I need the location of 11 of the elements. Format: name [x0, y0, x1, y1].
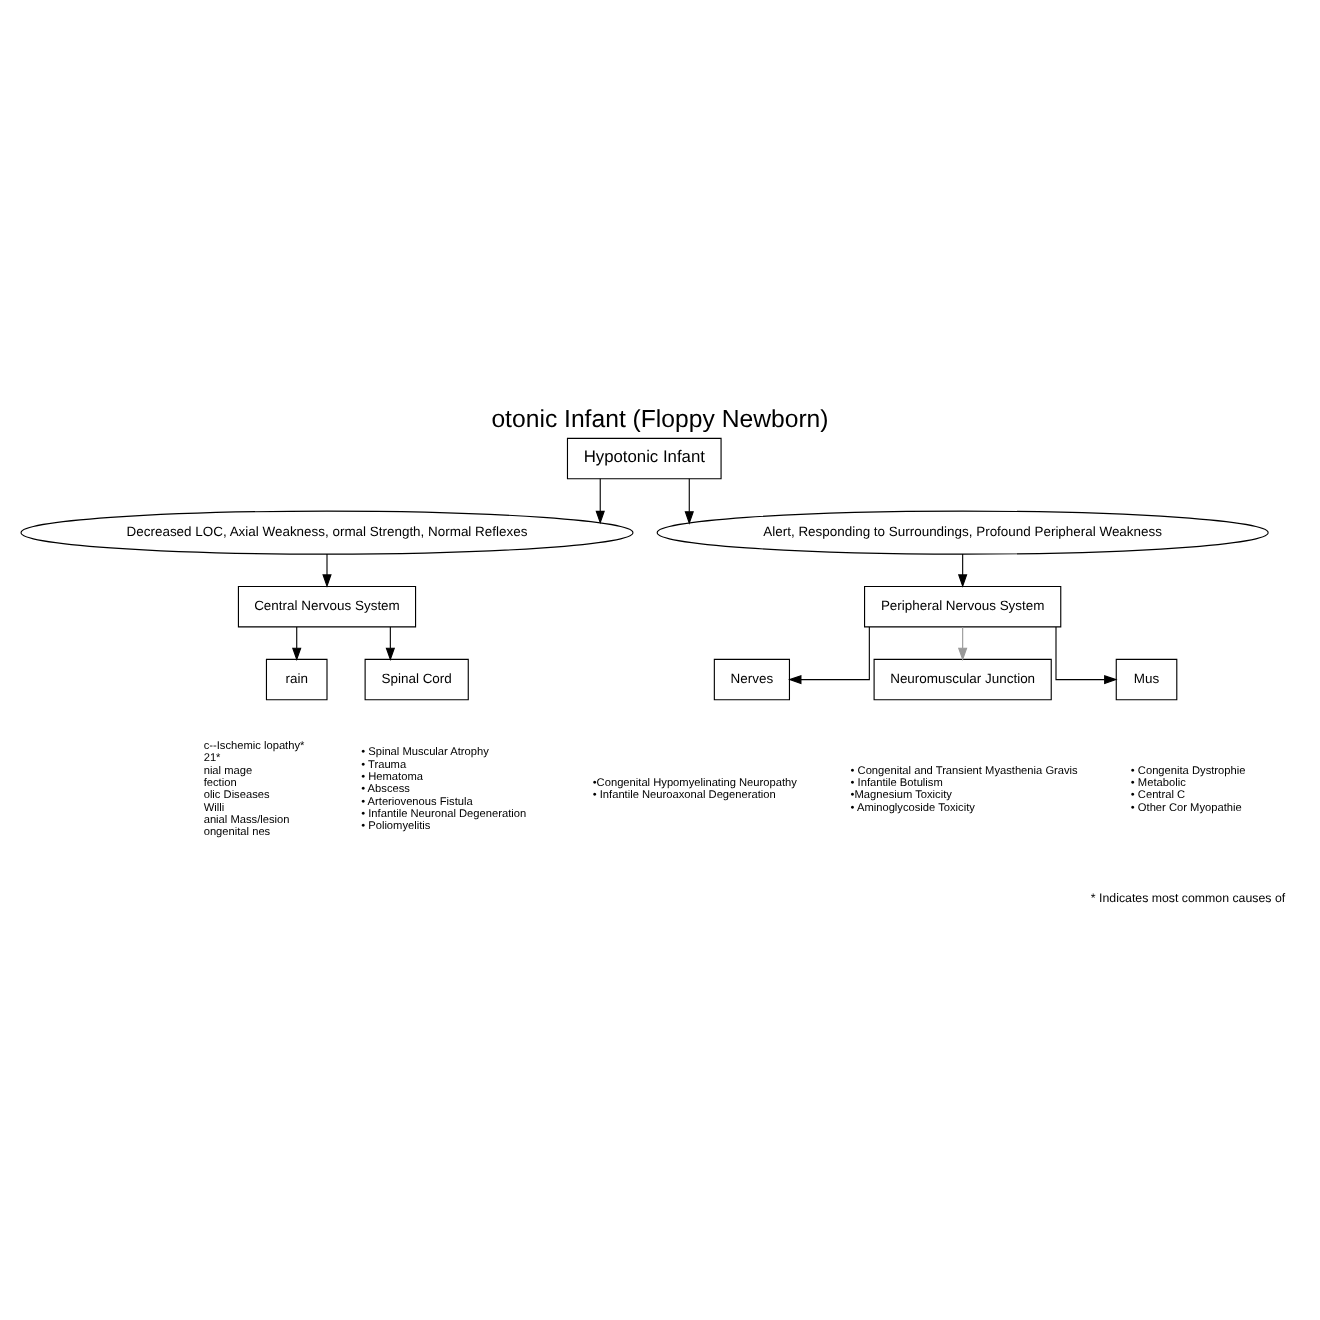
arrow [957, 625, 968, 661]
node-box: Hypotonic Infant [566, 436, 722, 479]
arrow [684, 477, 694, 524]
arrow [292, 625, 302, 661]
arrow [957, 552, 968, 587]
arrow [1055, 625, 1118, 684]
arrow [322, 552, 332, 587]
arrow [595, 477, 605, 524]
arrow [788, 625, 870, 684]
arrow [385, 625, 396, 661]
diagram-title: otonic Infant (Floppy Newborn) [491, 403, 829, 432]
